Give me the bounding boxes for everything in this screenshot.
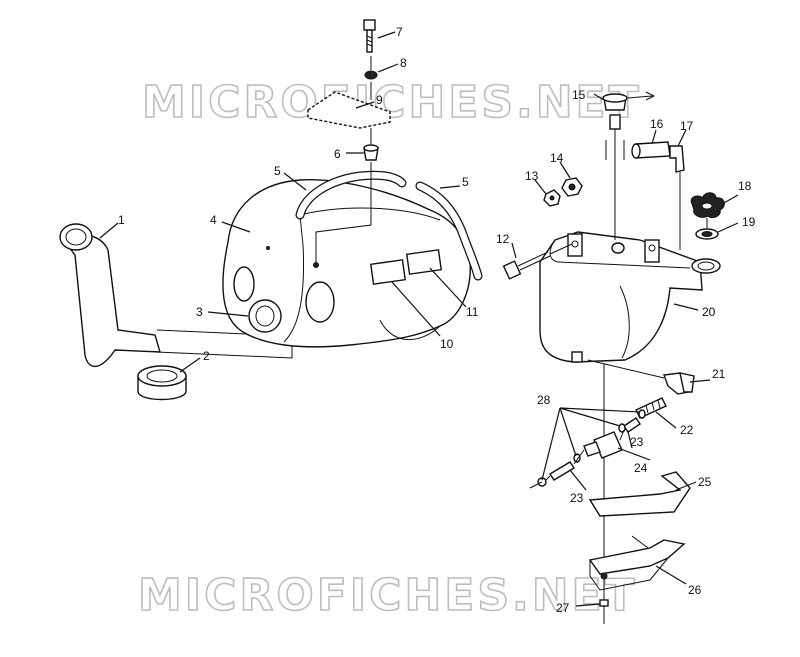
callout-26: 26 (688, 583, 702, 597)
callout-28: 28 (537, 393, 551, 407)
leader-lines (99, 31, 739, 607)
callout-5a: 5 (274, 164, 281, 178)
watermark-top: MICROFICHES.NET (142, 77, 642, 128)
bolt-7 (363, 19, 376, 53)
callout-3: 3 (196, 305, 203, 319)
callout-4: 4 (210, 213, 217, 227)
callout-8: 8 (400, 56, 407, 70)
callout-14: 14 (550, 151, 564, 165)
vent-hose-right (415, 181, 483, 281)
vent-tube (631, 141, 671, 159)
elbow-fitting (669, 145, 685, 173)
decal-10 (369, 259, 407, 285)
washer-19 (695, 228, 719, 240)
bolt-12 (502, 251, 551, 280)
callout-labels: 1 2 3 4 5 5 6 7 8 9 10 11 12 13 14 15 16… (118, 25, 756, 615)
screw-27 (599, 599, 609, 624)
callout-9: 9 (376, 93, 383, 107)
callout-12: 12 (496, 232, 510, 246)
callout-11: 11 (466, 305, 479, 319)
vent-hose-left (295, 170, 407, 220)
fuel-filter (583, 431, 623, 459)
bracket-26 (588, 535, 686, 591)
bracket-25 (588, 471, 691, 517)
bolt-12-axis (549, 243, 573, 255)
nut-13 (543, 189, 561, 207)
hose-23-lower (549, 461, 575, 481)
callout-2: 2 (203, 349, 210, 363)
callout-6: 6 (334, 147, 341, 161)
mounting-plate (156, 329, 293, 359)
oil-tank (539, 231, 721, 363)
callout-21: 21 (712, 367, 726, 381)
callout-27: 27 (556, 601, 570, 615)
callout-15: 15 (572, 88, 586, 102)
knob (690, 192, 725, 219)
bracket-9 (307, 91, 391, 129)
filler-neck-pipe (59, 223, 161, 368)
fuel-line-axis (529, 429, 625, 489)
washer-8 (364, 70, 378, 80)
callout-7: 7 (396, 25, 403, 39)
dipstick-cap (602, 91, 656, 160)
watermark-bottom: MICROFICHES.NET (138, 570, 638, 621)
hose-23-upper (623, 417, 641, 433)
grommet (137, 365, 187, 401)
fuel-tank (222, 179, 471, 348)
callout-23a: 23 (630, 435, 644, 449)
bushing (363, 144, 379, 161)
callout-13: 13 (525, 169, 539, 183)
bolt-axis (315, 56, 372, 262)
callout-23b: 23 (570, 491, 584, 505)
fitting-21 (663, 372, 695, 395)
callout-1: 1 (118, 213, 125, 227)
callout-17: 17 (680, 119, 694, 133)
callout-18: 18 (738, 179, 752, 193)
callout-25: 25 (698, 475, 712, 489)
callout-24: 24 (634, 461, 648, 475)
callout-19: 19 (742, 215, 756, 229)
callout-10: 10 (440, 337, 454, 351)
callout-16: 16 (650, 117, 664, 131)
tank-grommet (248, 299, 282, 333)
callout-22: 22 (680, 423, 694, 437)
nut-14 (561, 177, 583, 197)
decal-11 (405, 249, 443, 275)
outlet-axis (587, 359, 665, 379)
callout-5b: 5 (462, 175, 469, 189)
callout-20: 20 (702, 305, 716, 319)
